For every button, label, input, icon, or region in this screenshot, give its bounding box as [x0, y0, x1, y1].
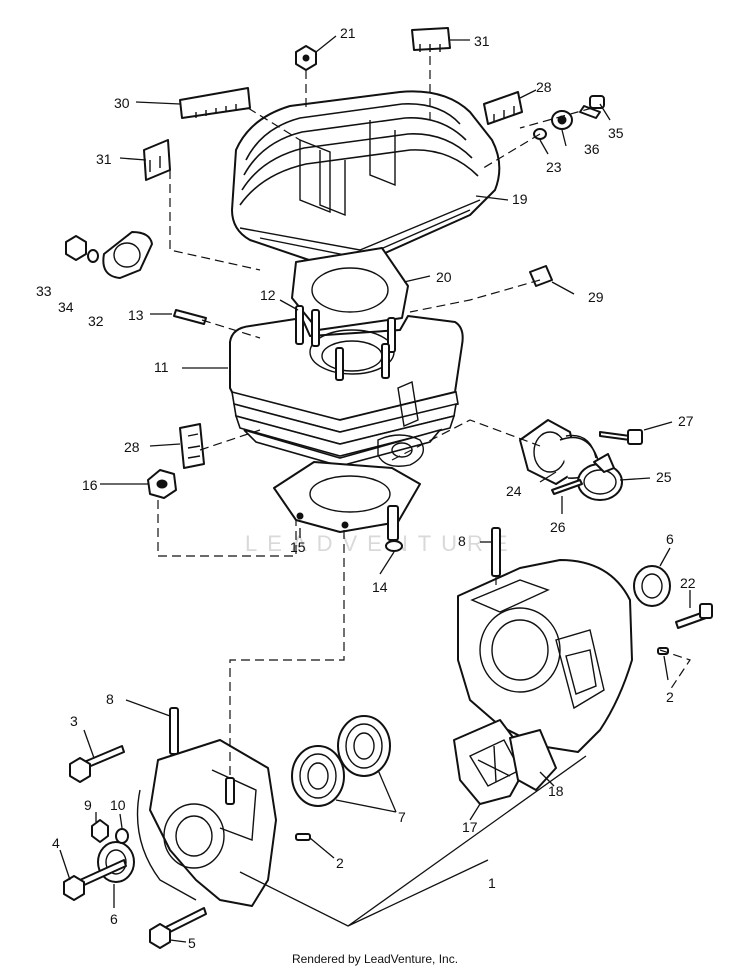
washer-10	[115, 828, 129, 844]
callout-22: 22	[680, 575, 696, 591]
stud-8-right	[491, 527, 501, 577]
callout-8-left: 8	[106, 691, 114, 707]
callout-13: 13	[128, 307, 144, 323]
callout-5: 5	[188, 935, 196, 951]
bearing-7-a	[291, 745, 345, 807]
callout-17: 17	[462, 819, 478, 835]
bolt-5	[149, 907, 207, 949]
callout-11: 11	[154, 359, 169, 375]
clip-block-31-left	[143, 139, 171, 181]
crankcase-left	[136, 739, 277, 907]
stud-13	[173, 309, 207, 325]
screw-27	[599, 429, 643, 445]
callout-14: 14	[372, 579, 388, 595]
nut-33	[65, 235, 87, 261]
callout-30: 30	[114, 95, 130, 111]
callout-9: 9	[84, 797, 92, 813]
callout-6-right: 6	[666, 531, 674, 547]
washer-34	[87, 249, 99, 263]
callout-numbers: 21 31 28 30 35 36 31 23 19 20 33 12 29 3…	[36, 25, 696, 951]
bolt-35	[579, 95, 605, 119]
callout-32: 32	[88, 313, 104, 329]
callout-29: 29	[588, 289, 604, 305]
leader-lines	[59, 35, 691, 943]
callout-25: 25	[656, 469, 672, 485]
clip-block-30	[179, 87, 251, 119]
callout-24: 24	[506, 483, 522, 499]
seal-6-right	[633, 565, 671, 607]
callout-4: 4	[52, 835, 60, 851]
plug-36	[551, 110, 573, 130]
cylinder-head	[231, 90, 501, 267]
stud-left-2	[225, 777, 235, 805]
stud-8-left	[169, 707, 179, 755]
clip-block-29	[529, 265, 553, 287]
callout-20: 20	[436, 269, 452, 285]
callout-27: 27	[678, 413, 694, 429]
callout-6-left: 6	[110, 911, 118, 927]
bolt-22	[675, 603, 713, 629]
callout-16: 16	[82, 477, 98, 493]
callout-2-right: 2	[666, 689, 674, 705]
callout-12: 12	[260, 287, 276, 303]
callout-36: 36	[584, 141, 600, 157]
callout-2-left: 2	[336, 855, 344, 871]
callout-21: 21	[340, 25, 356, 41]
pin-26	[551, 479, 583, 495]
dowel-2-left	[295, 833, 311, 841]
exhaust-gasket	[102, 231, 153, 279]
gasket-18	[509, 729, 557, 791]
clip-block-31-top	[411, 27, 451, 52]
callout-10: 10	[110, 797, 126, 813]
nut-16	[147, 469, 177, 499]
callout-23: 23	[546, 159, 562, 175]
clip-block-28-top	[483, 91, 523, 125]
base-gasket	[273, 461, 421, 533]
bolt-4	[63, 859, 127, 901]
cylinder	[229, 315, 464, 467]
crankcase-right	[457, 559, 633, 753]
callout-33: 33	[36, 283, 52, 299]
callout-31-left: 31	[96, 151, 112, 167]
footer-credit: Rendered by LeadVenture, Inc.	[291, 952, 459, 966]
nut-21	[295, 45, 317, 71]
head-gasket	[291, 247, 409, 331]
cylinder-studs	[295, 305, 396, 381]
hose-clamp	[577, 453, 623, 501]
bolt-9	[91, 819, 109, 843]
callout-35: 35	[608, 125, 624, 141]
callout-8-right: 8	[458, 533, 466, 549]
callout-3: 3	[70, 713, 78, 729]
callout-18: 18	[548, 783, 564, 799]
clip-block-28-left	[179, 423, 205, 469]
callout-19: 19	[512, 191, 528, 207]
callout-28-left: 28	[124, 439, 140, 455]
callout-31-top: 31	[474, 33, 490, 49]
callout-7: 7	[398, 809, 406, 825]
callout-26: 26	[550, 519, 566, 535]
dowel-pin-14	[385, 505, 403, 552]
watermark: LEADVENTURE	[245, 531, 518, 556]
callout-1: 1	[488, 875, 496, 891]
bearing-7-b	[337, 715, 391, 777]
bolt-3	[69, 745, 125, 783]
assembly-lines	[157, 56, 691, 780]
callout-28-top: 28	[536, 79, 552, 95]
callout-34: 34	[58, 299, 74, 315]
callout-15: 15	[290, 539, 306, 555]
